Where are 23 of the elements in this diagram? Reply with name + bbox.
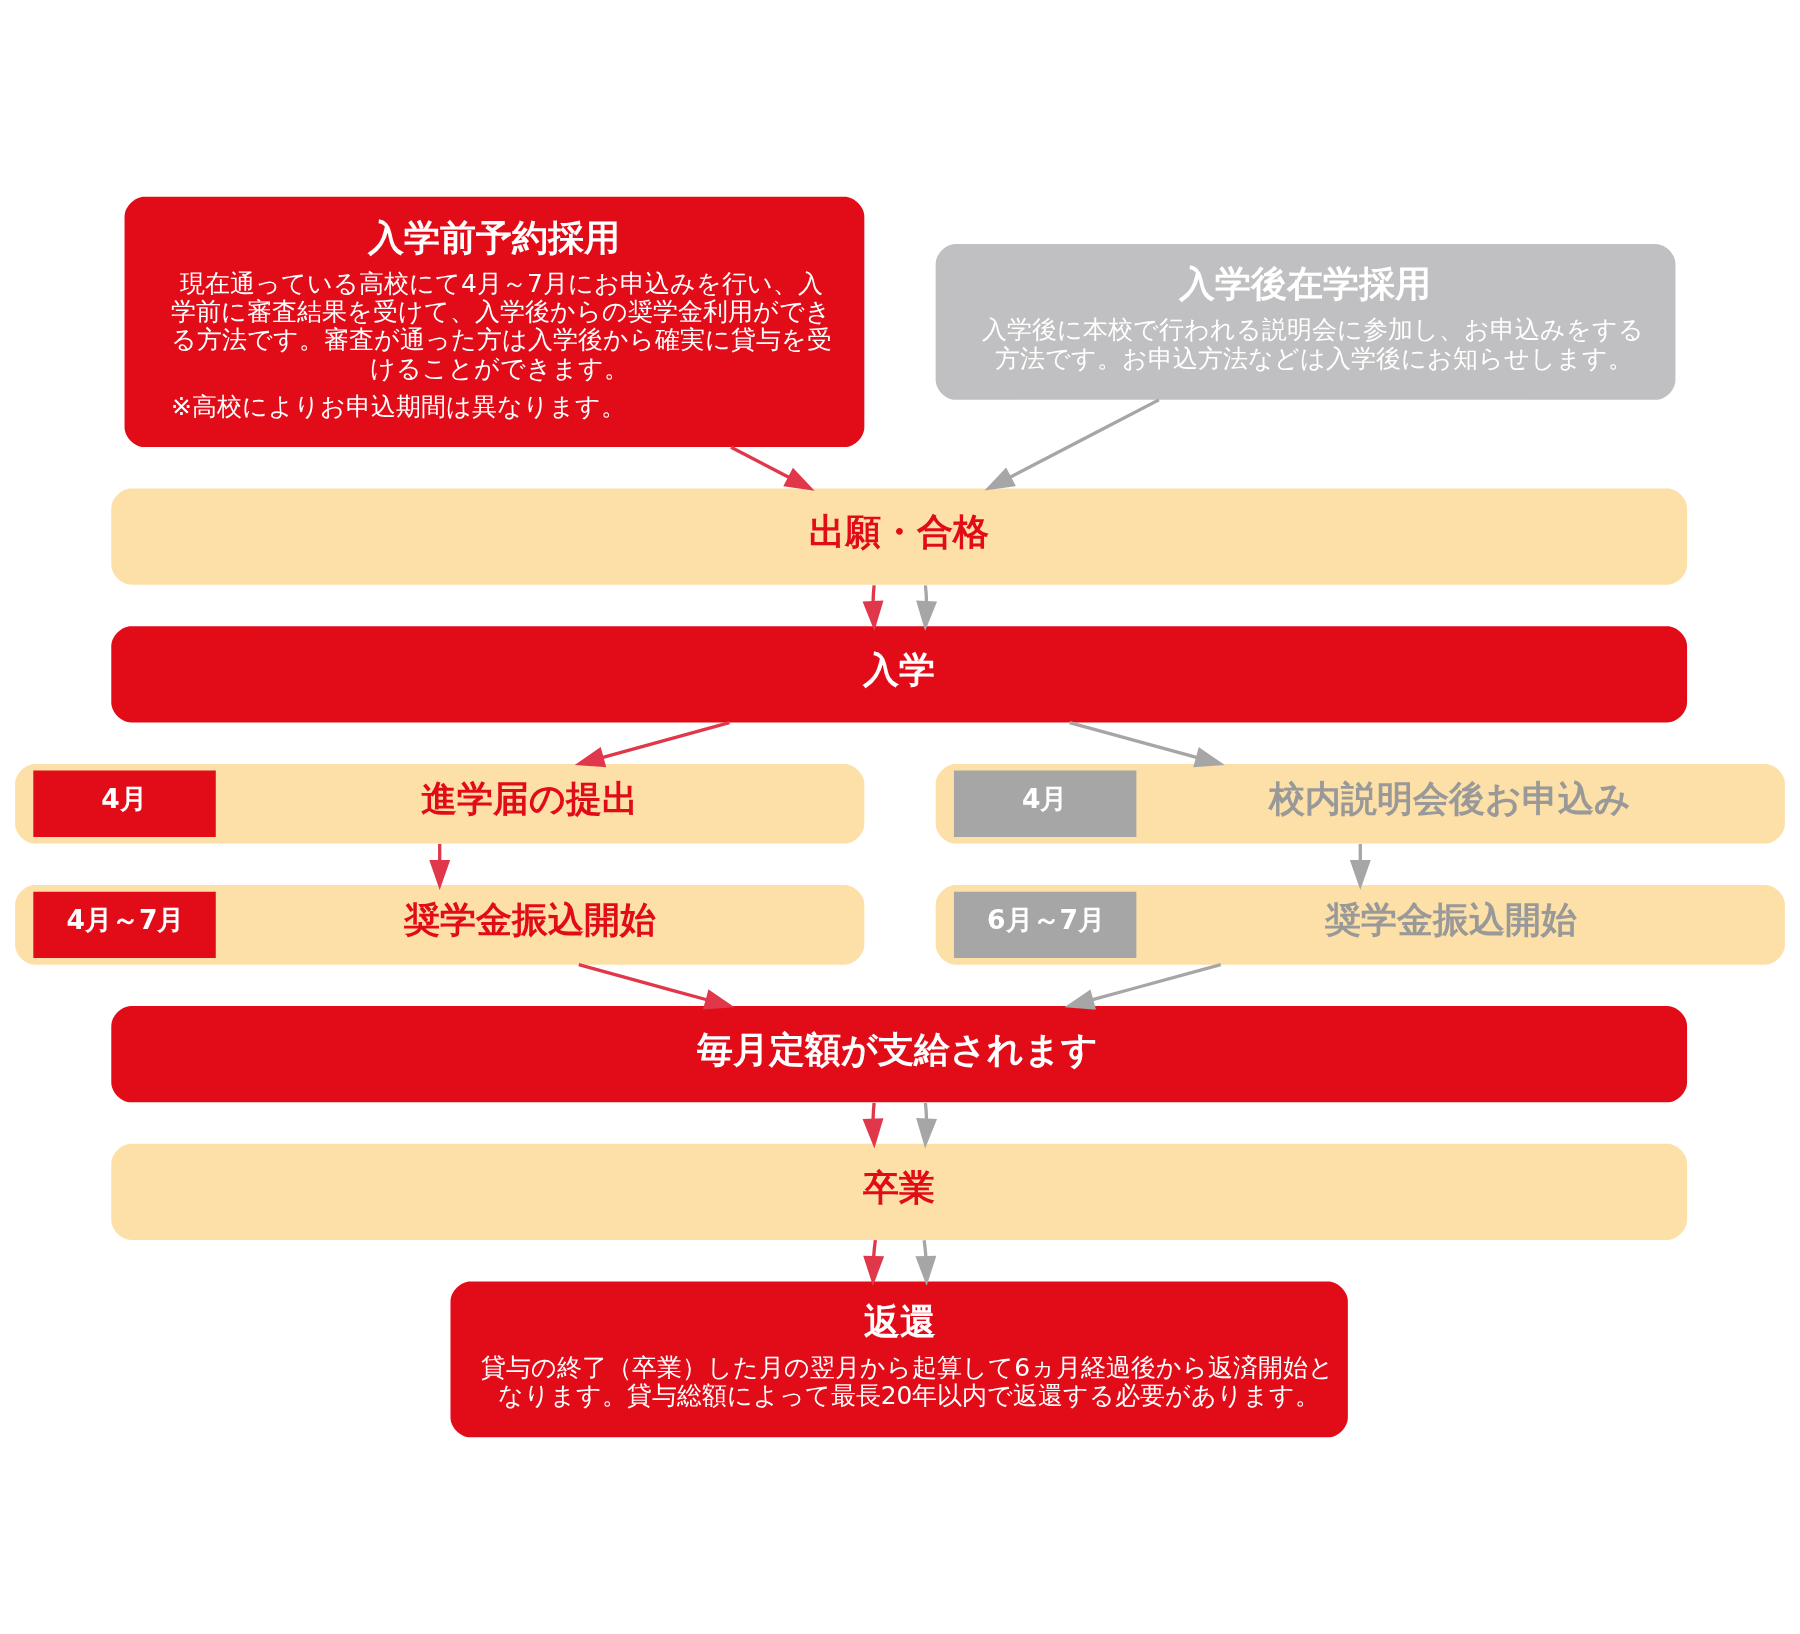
node-box: 入学前予約採用 現在通っている高校にて4月～7月にお申込みを行い、入学前に審査結果を受けて、入学後からの奨学金利用ができる方法です。審査が通った方は入学後から確実に貸与を受けることができます。 ※高校によりお申込期間は異なります。 [124, 196, 865, 448]
node-box: 4月～7月 奨学金振込開始 [15, 885, 865, 965]
arrow [916, 1102, 938, 1149]
node-box: 入学 [111, 626, 1688, 723]
arrow [574, 721, 730, 768]
node-box: 出願・合格 [111, 488, 1688, 585]
node-box: 入学後在学採用 入学後に本校で行われる説明会に参加し、お申込みをする方法です。お申込方法などは入学後にお知らせします。 [935, 243, 1676, 400]
arrow [730, 445, 815, 491]
node-box: 4月 校内説明会後お申込み [935, 763, 1785, 844]
arrow [984, 398, 1160, 491]
arrow [915, 1239, 937, 1286]
arrow [862, 1102, 884, 1149]
node-box: 4月 進学届の提出 [15, 763, 865, 844]
node-box: 返還 貸与の終了（卒業）した月の翌月から起算して6ヵ月経過後から返済開始となります。貸与総額によって最長20年以内で返還する必要があります。 [450, 1281, 1348, 1438]
arrow [862, 585, 884, 631]
arrow [578, 963, 735, 1010]
node-box: 6月～7月 奨学金振込開始 [935, 885, 1785, 965]
arrow [916, 585, 938, 631]
arrow [1069, 721, 1225, 768]
node-box: 毎月定額が支給されます [111, 1006, 1688, 1103]
node-box: 卒業 [111, 1143, 1688, 1240]
arrow [863, 1239, 885, 1286]
arrow [1064, 963, 1222, 1010]
